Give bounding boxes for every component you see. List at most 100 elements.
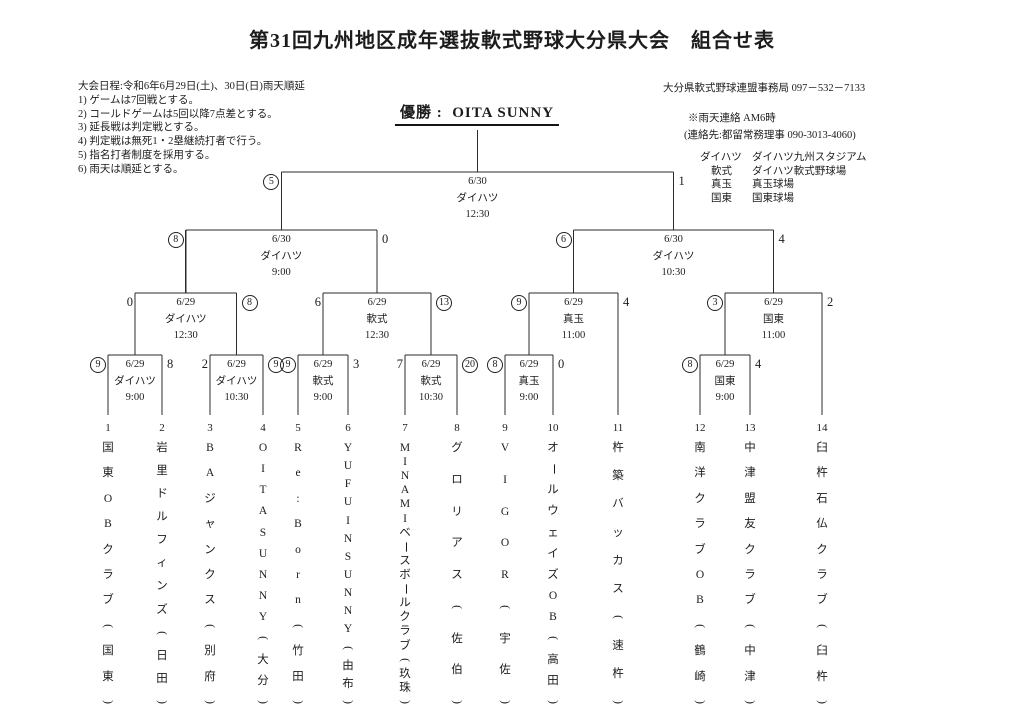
match-score-left: 8 bbox=[486, 356, 503, 373]
match-date: 6/30 bbox=[468, 176, 487, 187]
team-name-char: N bbox=[343, 532, 353, 545]
team-number: 13 bbox=[744, 422, 756, 434]
team-name-char: 佐 bbox=[451, 632, 463, 645]
score-value: 0 bbox=[382, 232, 389, 246]
team-name-char: R bbox=[501, 569, 509, 581]
team-name-char: ) bbox=[204, 699, 216, 704]
team-name-char: ( bbox=[292, 623, 304, 628]
venue-row: ダイハツ ダイハツ九州スタジアム bbox=[700, 151, 867, 165]
team-name-char: ラ bbox=[816, 568, 828, 581]
team-name-char: I bbox=[346, 514, 350, 527]
rain-contact: (連絡先:都留常務理事 090-3013-4060) bbox=[684, 130, 856, 141]
match-score-right: 0 bbox=[558, 356, 575, 373]
match-time: 9:00 bbox=[125, 392, 145, 403]
team-column: 13 中津盟友クラブ(中津) bbox=[739, 421, 761, 708]
tournament-notes: 大会日程:令和6年6月29日(土)、30日(日)雨天順延 1) ゲームは7回戦と… bbox=[78, 80, 305, 177]
team-name-char: 杵 bbox=[612, 442, 624, 454]
team-name-char: N bbox=[343, 605, 353, 618]
match-time: 12:30 bbox=[173, 330, 198, 341]
team-name-char: ) bbox=[694, 699, 706, 704]
match-venue: ダイハツ bbox=[260, 250, 303, 262]
team-name: グロリアス(佐伯) bbox=[446, 442, 468, 708]
match-venue: 国東 bbox=[763, 313, 784, 325]
team-name-char: M bbox=[399, 442, 411, 454]
team-name-char: U bbox=[343, 496, 353, 509]
winner-score-circle: 8 bbox=[167, 232, 184, 248]
team-name-char: 石 bbox=[816, 492, 828, 505]
match-score-right: 13 bbox=[436, 294, 453, 311]
team-name-char: B bbox=[549, 611, 557, 624]
team-name-char: ( bbox=[156, 630, 168, 635]
team-name-char: ラ bbox=[744, 568, 756, 581]
match-score-left: 6 bbox=[555, 231, 572, 248]
match-score-left: 8 bbox=[681, 356, 698, 373]
team-number: 4 bbox=[260, 422, 266, 434]
team-name-char: 分 bbox=[257, 674, 269, 687]
venue-key: ダイハツ bbox=[700, 152, 742, 163]
team-name-char: G bbox=[500, 505, 510, 518]
team-number: 7 bbox=[402, 422, 408, 434]
team-name-char: 田 bbox=[292, 670, 304, 683]
winner-score-circle: 9 bbox=[90, 357, 106, 373]
rain-time-note: ※雨天連絡 AM6時 bbox=[688, 113, 776, 124]
team-name-char: ベ bbox=[399, 526, 411, 539]
match-date: 6/29 bbox=[519, 359, 539, 370]
team-name-char: ) bbox=[156, 699, 168, 704]
team-name-char: ス bbox=[399, 554, 411, 567]
winner-score-circle: 8 bbox=[241, 295, 258, 311]
venue-legend: ダイハツ ダイハツ九州スタジアム 軟式 ダイハツ軟式野球場 真玉 真玉球場 国東… bbox=[700, 151, 867, 205]
team-name-char: B bbox=[696, 594, 704, 607]
team-name-char: 築 bbox=[612, 470, 624, 483]
match-score-left: 2 bbox=[191, 356, 208, 373]
match-score-right: 4 bbox=[755, 356, 772, 373]
rule-item: 6) 雨天は順延とする。 bbox=[78, 163, 184, 175]
team-name-char: ー bbox=[399, 583, 411, 595]
page-title: 第31回九州地区成年選抜軟式野球大分県大会 組合せ表 bbox=[249, 30, 775, 52]
venue-name: 真玉球場 bbox=[752, 179, 794, 190]
team-name-char: オ bbox=[547, 442, 559, 454]
team-name-char: ロ bbox=[451, 473, 463, 486]
team-name-char: O bbox=[500, 537, 510, 550]
team-name-char: ブ bbox=[102, 594, 114, 607]
score-value: 2 bbox=[827, 295, 834, 309]
match-date: 6/29 bbox=[367, 297, 387, 308]
winner-score-circle: 3 bbox=[707, 295, 723, 311]
team-name: 杵築バッカス(速杵) bbox=[607, 442, 629, 708]
rule-item: 3) 延長戦は判定戦とする。 bbox=[78, 122, 205, 134]
venue-name: ダイハツ九州スタジアム bbox=[752, 152, 867, 163]
match-venue: ダイハツ bbox=[652, 250, 695, 262]
team-name-char: ズ bbox=[156, 603, 168, 616]
match-time: 9:00 bbox=[519, 392, 539, 403]
team-name-char: ) bbox=[102, 699, 114, 704]
team-name-char: 別 bbox=[204, 645, 216, 658]
team-name-char: ク bbox=[816, 543, 828, 556]
team-number: 2 bbox=[159, 422, 165, 434]
match-date: 6/29 bbox=[176, 297, 196, 308]
team-name-char: ク bbox=[102, 543, 114, 556]
team-name: 臼杵石仏クラブ(臼杵) bbox=[811, 442, 833, 708]
team-name-char: カ bbox=[612, 554, 624, 567]
team-name: 中津盟友クラブ(中津) bbox=[739, 442, 761, 708]
team-name-char: 南 bbox=[694, 442, 706, 454]
team-name-char: ラ bbox=[399, 625, 411, 638]
champion-name: OITA SUNNY bbox=[452, 105, 555, 121]
team-name-char: ( bbox=[694, 623, 706, 628]
venue-name: 国東球場 bbox=[752, 192, 794, 204]
team-name-char: e bbox=[295, 467, 301, 480]
team-name-char: 臼 bbox=[816, 645, 828, 658]
team-name-char: ) bbox=[399, 700, 411, 704]
team-name-char: ア bbox=[451, 537, 463, 550]
team-name-char: 鶴 bbox=[694, 645, 706, 658]
